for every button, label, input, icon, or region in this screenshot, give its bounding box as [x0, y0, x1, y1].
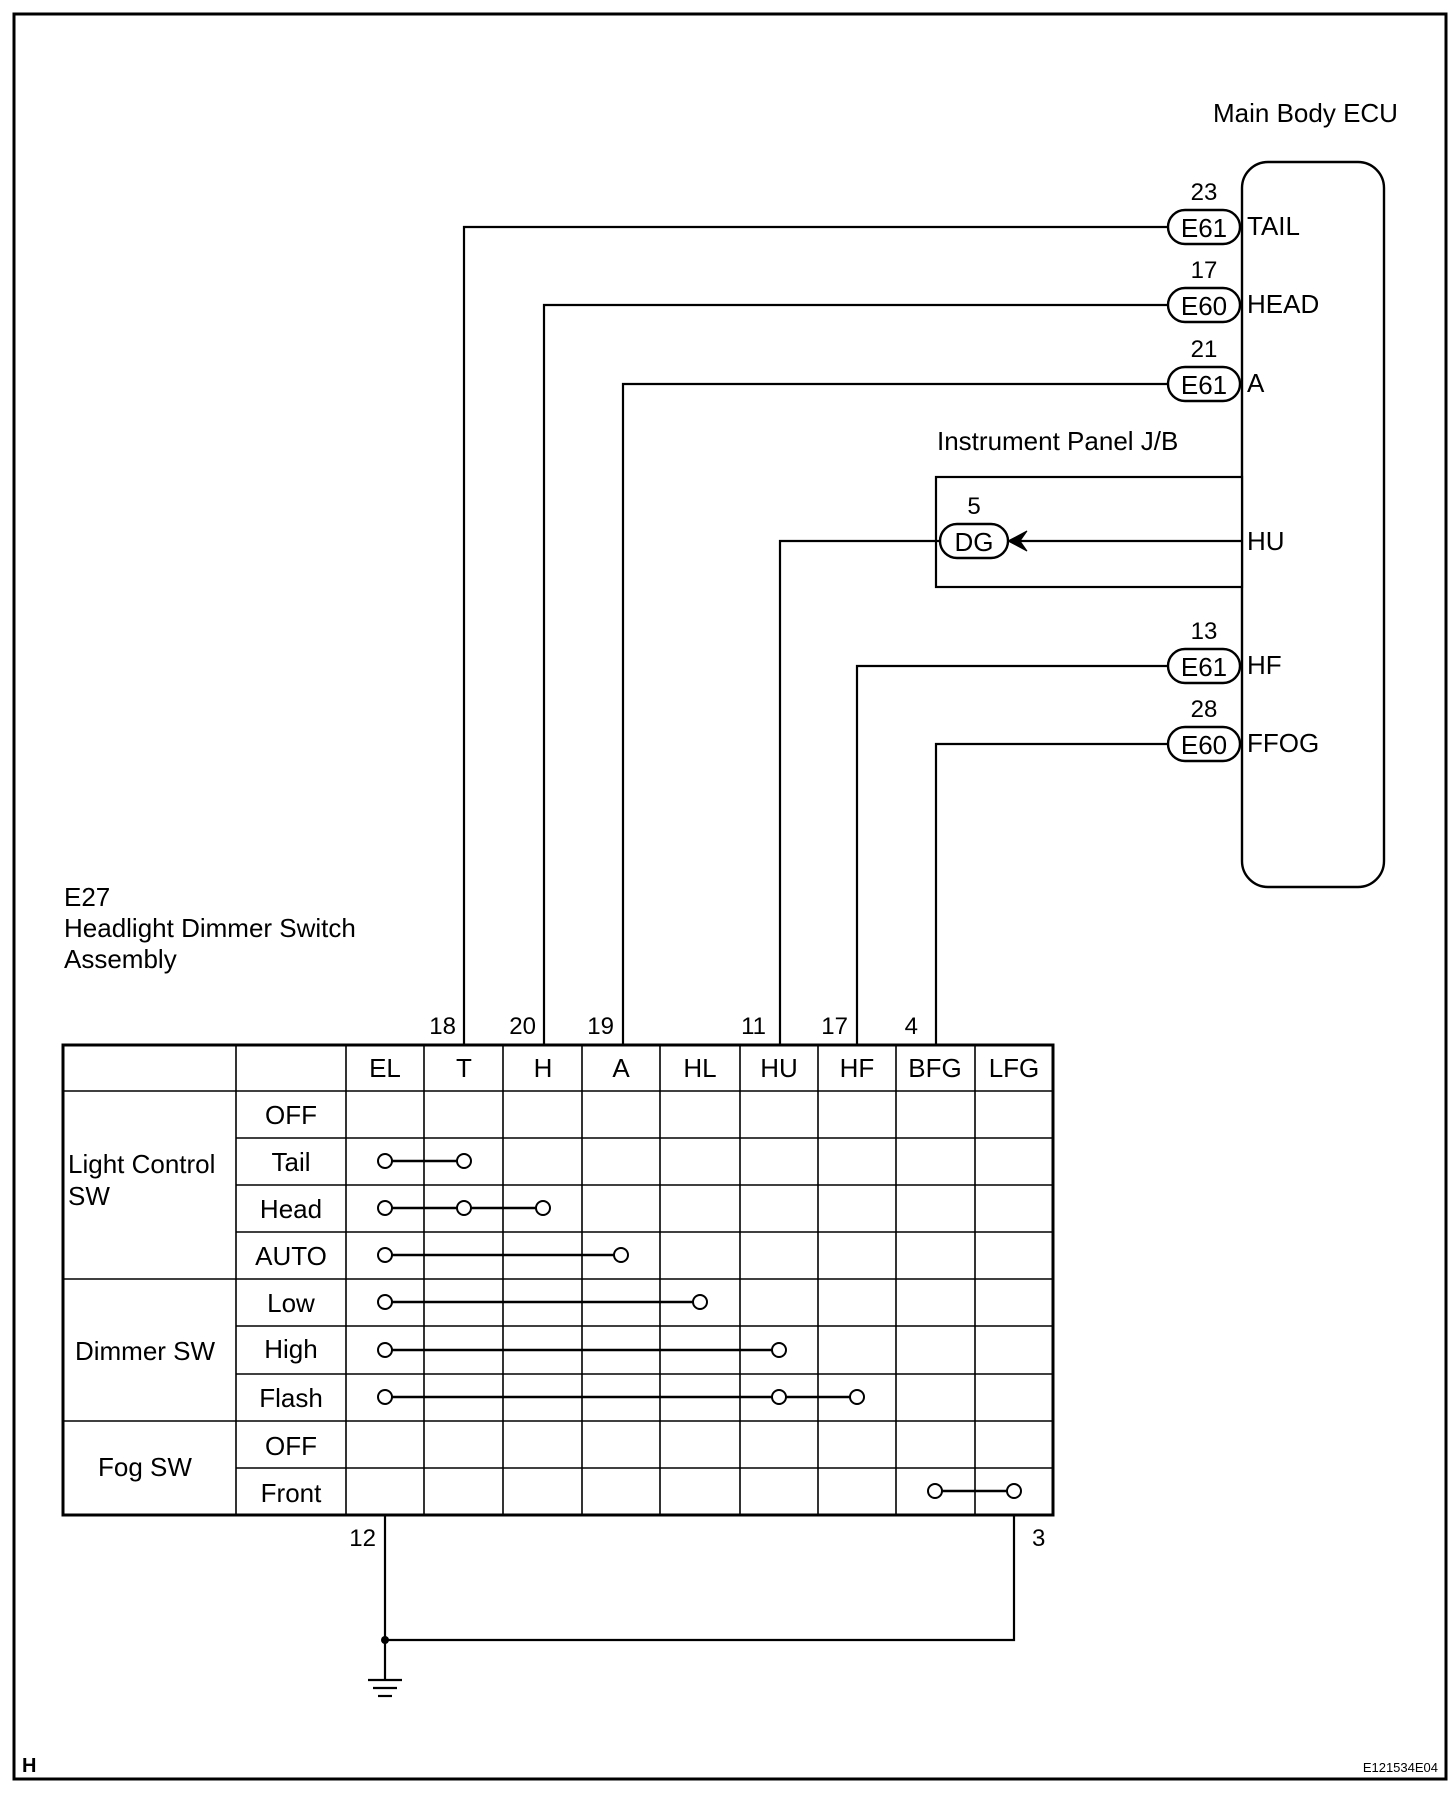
switch-name-line1: Headlight Dimmer Switch [64, 913, 356, 943]
pin-number: 28 [1191, 696, 1218, 723]
continuity-marks [377, 1153, 1022, 1499]
continuity-point [927, 1483, 943, 1499]
pin-number: 13 [1191, 618, 1218, 645]
wire-head [542, 303, 1168, 1045]
pin-number: 23 [1191, 179, 1218, 206]
continuity-point [1006, 1483, 1022, 1499]
column-header: HU [760, 1053, 798, 1083]
continuity-point [377, 1342, 393, 1358]
connector-label: E61 [1181, 213, 1227, 243]
terminal-number: 20 [509, 1013, 536, 1040]
wire-auto [621, 382, 1168, 1045]
group-label: Light Control [68, 1149, 215, 1179]
continuity-point [456, 1153, 472, 1169]
continuity-point [377, 1294, 393, 1310]
column-header: HF [840, 1053, 875, 1083]
jb-connector-dg: DG 5 [938, 493, 1010, 560]
ground-icon [368, 1678, 402, 1698]
row-label: High [264, 1334, 317, 1364]
row-label: Head [260, 1194, 322, 1224]
group-label: Fog SW [98, 1452, 192, 1482]
ecu-pin-ffog: E60 28 FFOG [1166, 696, 1319, 763]
ground-wire [383, 1515, 1016, 1680]
switch-table [61, 1043, 1055, 1517]
pin-label: HU [1247, 526, 1285, 556]
pin-label: A [1247, 368, 1265, 398]
continuity-point [771, 1389, 787, 1405]
continuity-point [692, 1294, 708, 1310]
pin-number: 21 [1191, 336, 1218, 363]
ecu-pin-hf: E61 13 HF [1166, 618, 1282, 685]
continuity-point [377, 1200, 393, 1216]
continuity-point [535, 1200, 551, 1216]
switch-name-line2: Assembly [64, 944, 177, 974]
ecu-pin-a: E61 21 A [1166, 336, 1265, 403]
connector-label: E60 [1181, 730, 1227, 760]
continuity-point [377, 1389, 393, 1405]
jb-title: Instrument Panel J/B [937, 426, 1178, 456]
group-label: Dimmer SW [75, 1336, 216, 1366]
row-label: AUTO [255, 1241, 327, 1271]
pin-number: 5 [967, 493, 980, 520]
connector-label: E60 [1181, 291, 1227, 321]
ground-terminal-number: 12 [349, 1525, 376, 1552]
column-header: T [456, 1053, 472, 1083]
ecu-pin-tail: E61 23 TAIL [1166, 179, 1300, 246]
terminal-number: 19 [587, 1013, 614, 1040]
ground-junction [381, 1636, 389, 1644]
column-header: BFG [908, 1053, 961, 1083]
row-label: Flash [259, 1383, 323, 1413]
pin-label: HEAD [1247, 289, 1319, 319]
diagram-frame [12, 12, 1448, 1781]
row-label: Tail [271, 1147, 310, 1177]
terminal-number: 18 [429, 1013, 456, 1040]
pin-label: TAIL [1247, 211, 1300, 241]
pin-label: HF [1247, 650, 1282, 680]
connector-label: DG [955, 527, 994, 557]
figure-code: E121534E04 [1363, 1760, 1438, 1775]
ecu-body [1240, 160, 1386, 889]
row-label: OFF [265, 1431, 317, 1461]
table-header-row: EL T H A HL HU HF BFG LFG [369, 1053, 1039, 1083]
row-label: Low [267, 1288, 315, 1318]
column-header: LFG [989, 1053, 1040, 1083]
ecu-pin-head: E60 17 HEAD [1166, 257, 1319, 324]
group-label: SW [68, 1181, 110, 1211]
wire-ffog [934, 742, 1168, 1045]
wire-hu-switch [778, 539, 940, 1045]
terminal-number: 4 [905, 1013, 918, 1040]
connector-label: E61 [1181, 652, 1227, 682]
ecu-pin-hu: HU [1247, 526, 1285, 556]
terminal-number: 11 [741, 1013, 766, 1040]
wire-tail [462, 225, 1168, 1045]
ecu-title: Main Body ECU [1213, 98, 1398, 128]
ground-terminal-number: 3 [1032, 1525, 1045, 1552]
column-header: H [534, 1053, 553, 1083]
continuity-point [377, 1247, 393, 1263]
column-header: EL [369, 1053, 401, 1083]
terminal-number: 17 [821, 1013, 848, 1040]
jb-arrowhead [1006, 530, 1028, 552]
column-header: HL [683, 1053, 716, 1083]
wire-hf [855, 664, 1168, 1045]
corner-letter: H [22, 1755, 36, 1777]
continuity-point [771, 1342, 787, 1358]
continuity-point [849, 1389, 865, 1405]
pin-label: FFOG [1247, 728, 1319, 758]
pin-number: 17 [1191, 257, 1218, 284]
row-label: Front [261, 1478, 322, 1508]
switch-code: E27 [64, 882, 110, 912]
continuity-point [456, 1200, 472, 1216]
row-label: OFF [265, 1100, 317, 1130]
connector-label: E61 [1181, 370, 1227, 400]
column-header: A [612, 1053, 630, 1083]
continuity-point [613, 1247, 629, 1263]
continuity-point [377, 1153, 393, 1169]
